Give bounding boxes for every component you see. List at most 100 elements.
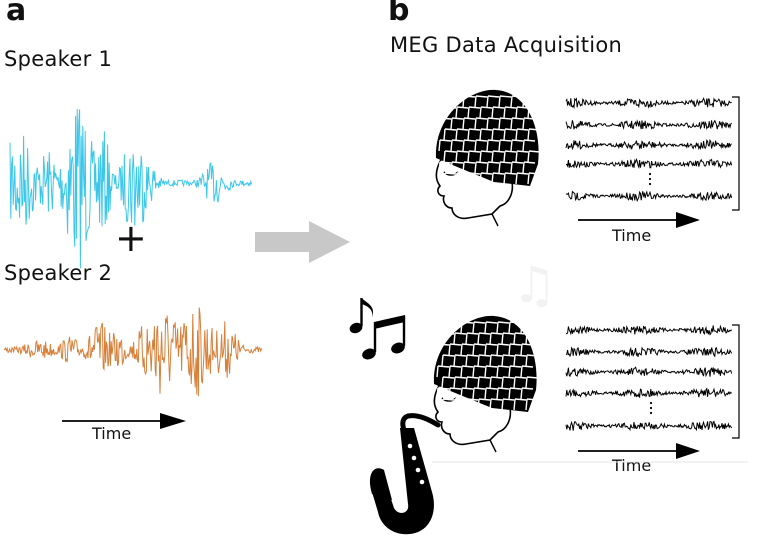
helmet-seam — [451, 117, 464, 120]
helmet-seam — [450, 117, 453, 130]
helmet-seam — [442, 376, 455, 379]
helmet-seam — [460, 365, 463, 378]
waveform-path — [565, 119, 732, 131]
helmet-seam — [463, 139, 476, 142]
helmet-seam — [486, 161, 489, 174]
helmet-seam — [442, 354, 455, 357]
helmet-seam — [473, 387, 486, 390]
helmet-seam — [499, 117, 512, 120]
helmet-seam — [496, 343, 499, 356]
helmet-seam — [509, 321, 522, 324]
helmet-seam — [474, 95, 477, 108]
helmet-seam — [467, 172, 470, 185]
helmet-seam — [508, 365, 511, 378]
helmet-seam — [504, 150, 517, 153]
helmet-seam — [498, 161, 501, 174]
helmet-seam — [455, 128, 458, 141]
helmet-seam — [498, 117, 501, 130]
helmet-seam — [473, 343, 486, 346]
helmet-seam — [436, 387, 439, 400]
helmet-seam — [453, 376, 456, 389]
helmet-seam — [501, 398, 504, 411]
helmet-seam — [480, 172, 493, 175]
helmet-seam — [525, 354, 528, 367]
helmet-seam — [492, 150, 505, 153]
bracket-bottom — [732, 324, 740, 439]
helmet-seam — [441, 354, 444, 367]
helmet-seam — [465, 398, 468, 411]
helmet-seam — [514, 332, 527, 335]
helmet-seam — [513, 376, 516, 389]
helmet-seam — [479, 172, 482, 185]
helmet-seam — [438, 139, 441, 152]
helmet-seam — [503, 128, 506, 141]
helmet-seam — [491, 106, 494, 119]
meg-helmet-head-icon — [435, 89, 541, 227]
helmet-seam — [453, 398, 456, 411]
helmet-seam — [499, 161, 512, 164]
helmet-seam — [525, 332, 528, 345]
helmet-seam — [443, 172, 446, 185]
helmet-seam — [527, 128, 530, 141]
helmet-seam — [490, 376, 503, 379]
helmet-seam — [479, 128, 482, 141]
helmet-seam — [439, 161, 452, 164]
helmet-seam — [477, 376, 480, 389]
helmet-seam — [484, 387, 487, 400]
helmet-seam — [454, 398, 467, 401]
helmet-seam — [515, 106, 518, 119]
meg-traces-top — [565, 97, 733, 203]
helmet-seam — [491, 172, 494, 185]
helmet-seam — [439, 139, 452, 142]
helmet-seam — [489, 332, 492, 345]
helmet-seam — [502, 398, 515, 401]
helmet-seam — [490, 354, 503, 357]
helmet-seam — [456, 150, 469, 153]
helmet-seam — [437, 321, 450, 324]
helmet-seam — [439, 95, 452, 98]
faint-note-icon: ♫ — [512, 256, 557, 314]
helmet-seam — [438, 117, 441, 130]
time-arrow-b-bottom — [578, 443, 700, 459]
helmet-seam — [528, 150, 541, 153]
helmet-seam — [528, 106, 541, 109]
neck-line — [489, 439, 497, 453]
helmet-seam — [525, 376, 528, 389]
waveform-path — [565, 190, 733, 203]
helmet-seam — [513, 398, 516, 411]
helmet-seam — [460, 387, 463, 400]
helmet-seam — [503, 106, 506, 119]
helmet-seam — [468, 172, 481, 175]
helmet-seam — [486, 117, 489, 130]
helmet-seam — [444, 128, 457, 131]
helmet-seam — [491, 128, 494, 141]
helmet-seam — [461, 343, 474, 346]
helmet-seam — [499, 139, 512, 142]
helmet-seam — [443, 106, 446, 119]
helmet-seam — [489, 354, 492, 367]
helmet-seam — [521, 343, 534, 346]
helmet-seam — [480, 106, 493, 109]
helmet-seam — [485, 365, 498, 368]
helmet-seam — [514, 376, 527, 379]
speaker2-label: Speaker 2 — [4, 261, 113, 285]
helmet-seam — [502, 376, 515, 379]
helmet-seam — [456, 106, 469, 109]
saxophone-icon — [369, 413, 441, 535]
helmet-seam — [463, 117, 476, 120]
helmet-seam — [466, 354, 479, 357]
helmet-seam — [487, 161, 500, 164]
helmet-seam — [453, 354, 456, 367]
waveform-path — [566, 324, 733, 336]
helmet-seam — [526, 354, 539, 357]
helmet-seam — [463, 161, 476, 164]
helmet-seam — [525, 398, 528, 411]
helmet-seam — [510, 117, 513, 130]
helmet-seam — [484, 343, 487, 356]
helmet-seam — [466, 376, 479, 379]
helmet-seam — [510, 95, 513, 108]
helmet-seam — [479, 106, 482, 119]
waveform-path — [565, 366, 733, 378]
helmet-seam — [501, 332, 504, 345]
